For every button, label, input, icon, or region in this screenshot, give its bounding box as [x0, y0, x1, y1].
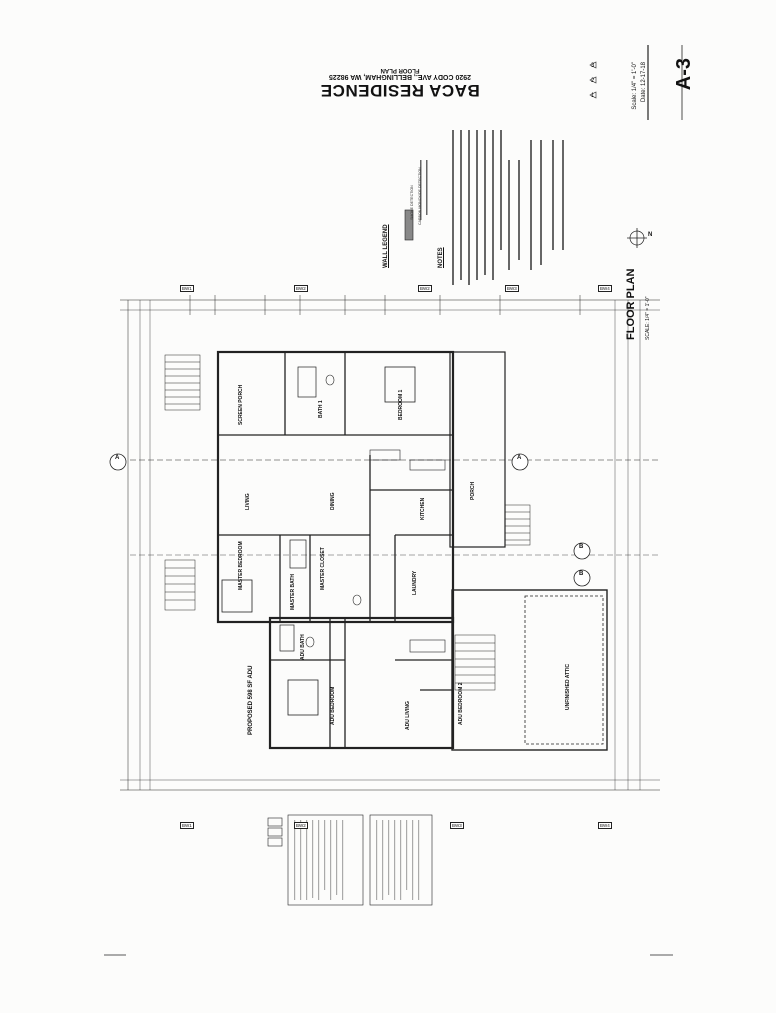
- grid-tag-bottom-4: BW4: [598, 822, 612, 829]
- room-adu-bath: ADU BATH: [300, 634, 306, 660]
- grid-tag-bottom-3: BW3: [450, 822, 464, 829]
- room-adu-living: ADU LIVING: [405, 701, 411, 730]
- grid-tag-top-1: BW1: [180, 285, 194, 292]
- section-tag-a-right: A: [517, 455, 522, 461]
- grid-tag-bottom-2: BW2: [294, 822, 308, 829]
- revision-3: 3: [591, 63, 595, 69]
- plan-title: FLOOR PLAN: [625, 268, 637, 341]
- date-label: Date: 12-17-18: [641, 62, 647, 103]
- grid-tag-top-2: BW2: [294, 285, 308, 292]
- room-master-bath: MASTER BATH: [290, 573, 296, 610]
- legend-item-smoke: SMOKE DETECTION: [410, 185, 414, 220]
- legend-item-co: CARBON MONOXIDE DETECTION: [418, 167, 422, 225]
- project-address: 2920 CODY AVE., BELLINGHAM, WA 98225: [329, 73, 471, 80]
- room-screen-porch: SCREEN PORCH: [238, 384, 244, 425]
- revision-1: 1: [591, 93, 595, 99]
- section-tag-a-left: A: [115, 455, 120, 461]
- room-dining: DINING: [330, 492, 336, 511]
- grid-tag-top-3: BW2: [418, 285, 432, 292]
- room-adu-bedroom-2: ADU BEDROOM 2: [458, 682, 464, 725]
- room-laundry: LAUNDRY: [412, 570, 418, 595]
- revision-2: 2: [591, 78, 595, 84]
- sheet-number: A-3: [673, 58, 695, 91]
- plan-scale: SCALE: 1/4" = 1'-0": [645, 296, 651, 340]
- section-tag-b-1: B: [579, 544, 584, 550]
- grid-tag-top-4: BW3: [505, 285, 519, 292]
- proposed-adu-label: PROPOSED 598 SF ADU: [248, 665, 254, 735]
- grid-tag-top-5: BW4: [598, 285, 612, 292]
- project-title: BACA RESIDENCE: [320, 81, 480, 100]
- room-bath-1: BATH 1: [318, 400, 324, 418]
- room-porch: PORCH: [470, 481, 476, 500]
- room-living: LIVING: [245, 493, 251, 510]
- room-kitchen: KITCHEN: [420, 497, 426, 520]
- scale-label: Scale: 1/4" = 1'-0": [632, 62, 638, 110]
- north-label: N: [648, 232, 653, 238]
- room-unfinished-attic: UNFINISHED ATTIC: [565, 663, 571, 710]
- grid-tag-bottom-1: BW1: [180, 822, 194, 829]
- room-bedroom-1: BEDROOM 1: [398, 389, 404, 420]
- notes-heading: NOTES: [438, 247, 444, 268]
- room-master-bedroom: MASTER BEDROOM: [238, 541, 244, 590]
- room-master-closet: MASTER CLOSET: [320, 547, 326, 590]
- wall-legend-heading: WALL LEGEND: [383, 224, 389, 268]
- title-block: BACA RESIDENCE 2920 CODY AVE., BELLINGHA…: [300, 55, 500, 100]
- section-tag-b-2: B: [579, 571, 584, 577]
- room-adu-bedroom: ADU BEDROOM: [330, 686, 336, 725]
